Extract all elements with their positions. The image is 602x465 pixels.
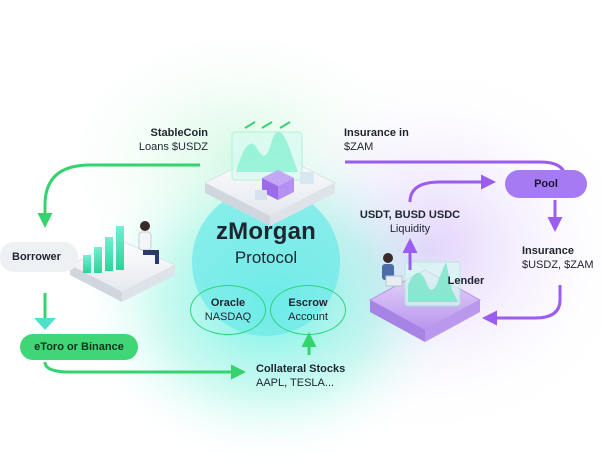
escrow-title: Escrow — [288, 297, 328, 309]
insurance-in-label: Insurance in $ZAM — [344, 126, 409, 154]
oracle-subtitle: NASDAQ — [204, 311, 252, 323]
escrow-box[interactable]: Escrow Account — [270, 285, 346, 335]
borrower-platform — [68, 221, 177, 302]
escrow-subtitle: Account — [288, 311, 328, 323]
liquidity-title: USDT, BUSD USDC — [359, 209, 461, 221]
arrow-stablecoin — [37, 163, 200, 228]
insurance-in-title: Insurance in — [344, 127, 409, 139]
borrower-node[interactable]: Borrower — [0, 242, 78, 272]
pool-node[interactable]: Pool — [505, 170, 587, 198]
liquidity-label: USDT, BUSD USDC Liquidity — [356, 208, 464, 236]
arrow-liquidity-up — [408, 174, 496, 203]
stablecoin-label: StableCoin Loans $USDZ — [128, 126, 208, 154]
insurance-title: Insurance — [522, 245, 574, 257]
oracle-title: Oracle — [210, 297, 246, 309]
protocol-subtitle: Protocol — [234, 248, 298, 267]
protocol-title: zMorgan — [215, 218, 317, 245]
arrow-borrower-down-head — [34, 318, 56, 330]
person-icon — [138, 221, 159, 264]
arrow-collateral — [43, 361, 246, 380]
lender-platform — [368, 253, 482, 342]
oracle-box[interactable]: Oracle NASDAQ — [190, 285, 266, 335]
insurance-in-sub: $ZAM — [344, 141, 374, 153]
laptop-icon — [385, 275, 403, 287]
lender-node[interactable]: Lender — [447, 275, 485, 287]
stablecoin-sub: Loans $USDZ — [138, 141, 208, 153]
top-platform — [203, 121, 337, 226]
etoro-node[interactable]: eToro or Binance — [20, 334, 138, 360]
arrow-insurance-return — [482, 285, 562, 326]
collateral-label: Collateral Stocks AAPL, TESLA... — [256, 362, 345, 390]
stablecoin-title: StableCoin — [150, 127, 208, 139]
insurance-label: Insurance $USDZ, $ZAM — [522, 244, 594, 272]
center-title: zMorgan Protocol — [196, 218, 336, 268]
liquidity-sub: Liquidity — [389, 223, 431, 235]
collateral-title: Collateral Stocks — [256, 363, 346, 375]
person-icon — [382, 253, 403, 287]
insurance-sub: $USDZ, $ZAM — [522, 259, 594, 271]
collateral-sub: AAPL, TESLA... — [256, 377, 335, 389]
